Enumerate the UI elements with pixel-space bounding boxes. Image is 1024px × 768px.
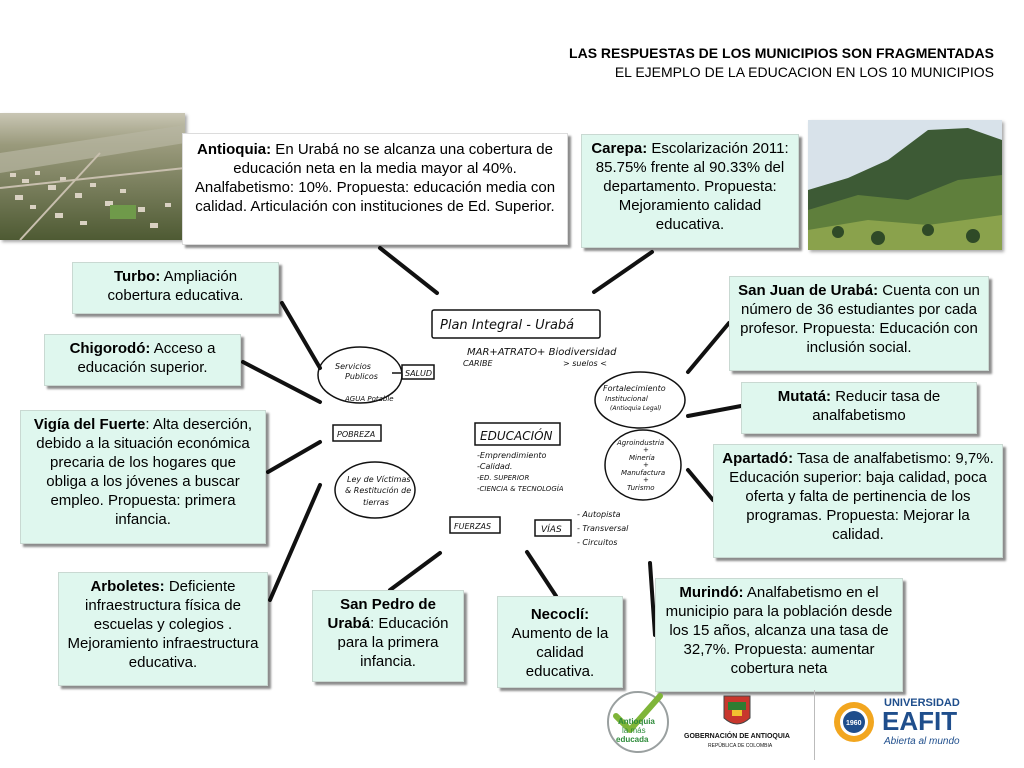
necocli-name: Necoclí: — [531, 606, 589, 623]
carepa-box: Carepa: Escolarización 2011: 85.75% fren… — [581, 134, 799, 248]
center-label: Plan Integral - Urabá — [440, 318, 574, 333]
fuerzas-label: FUERZAS — [454, 522, 491, 531]
agro-label-2: + — [643, 446, 649, 454]
vias-item-2: - Transversal — [577, 524, 629, 533]
servicios-label-1: Servicios — [335, 362, 371, 371]
murindo-box: Murindó: Analfabetismo en el municipio p… — [655, 578, 903, 692]
antioquia-educada-logo: Antioquia la más educada — [598, 686, 678, 756]
ley-label-1: Ley de Víctimas — [347, 475, 411, 484]
eafit-logo: 1960 UNIVERSIDAD EAFIT Abierta al mundo — [828, 692, 988, 752]
educacion-item-2: -Calidad. — [477, 462, 512, 471]
mutata-box: Mutatá: Reducir tasa de analfabetismo — [741, 382, 977, 434]
republica-text: REPÚBLICA DE COLOMBIA — [708, 742, 773, 749]
eafit-main-text: EAFIT — [882, 706, 957, 736]
mutata-name: Mutatá: — [778, 388, 831, 405]
educacion-item-3: -ED. SUPERIOR — [477, 474, 529, 482]
top-line-2: CARIBE — [463, 359, 493, 368]
necocli-box: Necoclí: Aumento de la calidad educativa… — [497, 596, 623, 688]
aerial-town-image — [0, 113, 185, 240]
carepa-name: Carepa: — [591, 140, 647, 157]
agro-label-6: + — [643, 476, 649, 484]
pobreza-label: POBREZA — [337, 430, 375, 439]
turbo-box: Turbo: Ampliación cobertura educativa. — [72, 262, 279, 314]
agro-label-3: Minería — [629, 454, 655, 462]
logo-divider — [814, 690, 815, 760]
turbo-name: Turbo: — [114, 268, 160, 285]
fortalecimiento-label-2: Institucional — [605, 395, 648, 403]
antioquia-name: Antioquia: — [197, 141, 271, 158]
aerial-town-photo — [0, 113, 185, 240]
servicios-label-2: Publicos — [345, 372, 378, 381]
antioquia-box: Antioquia: En Urabá no se alcanza una co… — [182, 133, 568, 245]
murindo-name: Murindó: — [679, 584, 743, 601]
sanjuan-name: San Juan de Urabá: — [738, 282, 878, 299]
ley-label-2: & Restitución de — [345, 485, 411, 495]
connector-carepa — [594, 252, 652, 292]
top-line-1: MAR+ATRATO+ Biodiversidad — [467, 347, 617, 358]
vias-item-1: - Autopista — [577, 510, 621, 519]
vias-label: VÍAS — [541, 523, 562, 535]
mountain-landscape-photo — [808, 120, 1002, 250]
necocli-text: Aumento de la calidad educativa. — [512, 625, 609, 680]
apartado-name: Apartadó: — [722, 450, 793, 467]
apartado-box: Apartadó: Tasa de analfabetismo: 9,7%. E… — [713, 444, 1003, 558]
eafit-year: 1960 — [846, 720, 862, 727]
fortalecimiento-label-3: (Antioquia Legal) — [610, 405, 661, 412]
top-line-3: > suelos < — [563, 359, 607, 368]
educacion-item-1: -Emprendimiento — [477, 451, 547, 460]
gobernacion-text: GOBERNACIÓN DE ANTIOQUIA — [684, 731, 790, 740]
antioquia-logo-text-1: Antioquia — [618, 717, 655, 726]
ley-label-3: tierras — [363, 498, 389, 507]
vigia-name: Vigía del Fuerte — [34, 416, 145, 433]
antioquia-logo-text-3: educada — [616, 735, 649, 744]
arboletes-name: Arboletes: — [90, 578, 164, 595]
mutata-text: Reducir tasa de analfabetismo — [812, 388, 940, 424]
sanpedro-box: San Pedro de Urabá: Educación para la pr… — [312, 590, 464, 682]
agua-label: AGUA Potable — [344, 395, 394, 403]
vias-item-3: - Circuitos — [577, 538, 617, 547]
mind-map-sketch: Plan Integral - Urabá MAR+ATRATO+ Biodiv… — [305, 295, 705, 560]
chigorodo-name: Chigorodó: — [70, 340, 151, 357]
eafit-tagline: Abierta al mundo — [883, 736, 960, 747]
vigia-box: Vigía del Fuerte: Alta deserción, debido… — [20, 410, 266, 544]
sanjuan-box: San Juan de Urabá: Cuenta con un número … — [729, 276, 989, 371]
fortalecimiento-label-1: Fortalecimiento — [603, 384, 666, 393]
agro-label-7: Turismo — [627, 484, 655, 492]
arboletes-box: Arboletes: Deficiente infraestructura fí… — [58, 572, 268, 686]
agro-label-4: + — [643, 461, 649, 469]
educacion-label: EDUCACIÓN — [480, 428, 553, 443]
salud-label: SALUD — [405, 369, 432, 378]
mountain-landscape-image — [808, 120, 1002, 250]
gobernacion-logo: GOBERNACIÓN DE ANTIOQUIA REPÚBLICA DE CO… — [680, 692, 795, 752]
antioquia-logo-text-2: la más — [622, 726, 646, 735]
connector-antioquia — [380, 248, 437, 293]
chigorodo-box: Chigorodó: Acceso a educación superior. — [44, 334, 241, 386]
educacion-item-4: -CIENCIA & TECNOLOGÍA — [477, 484, 564, 493]
agro-label-1: Agroindustria — [616, 439, 664, 447]
